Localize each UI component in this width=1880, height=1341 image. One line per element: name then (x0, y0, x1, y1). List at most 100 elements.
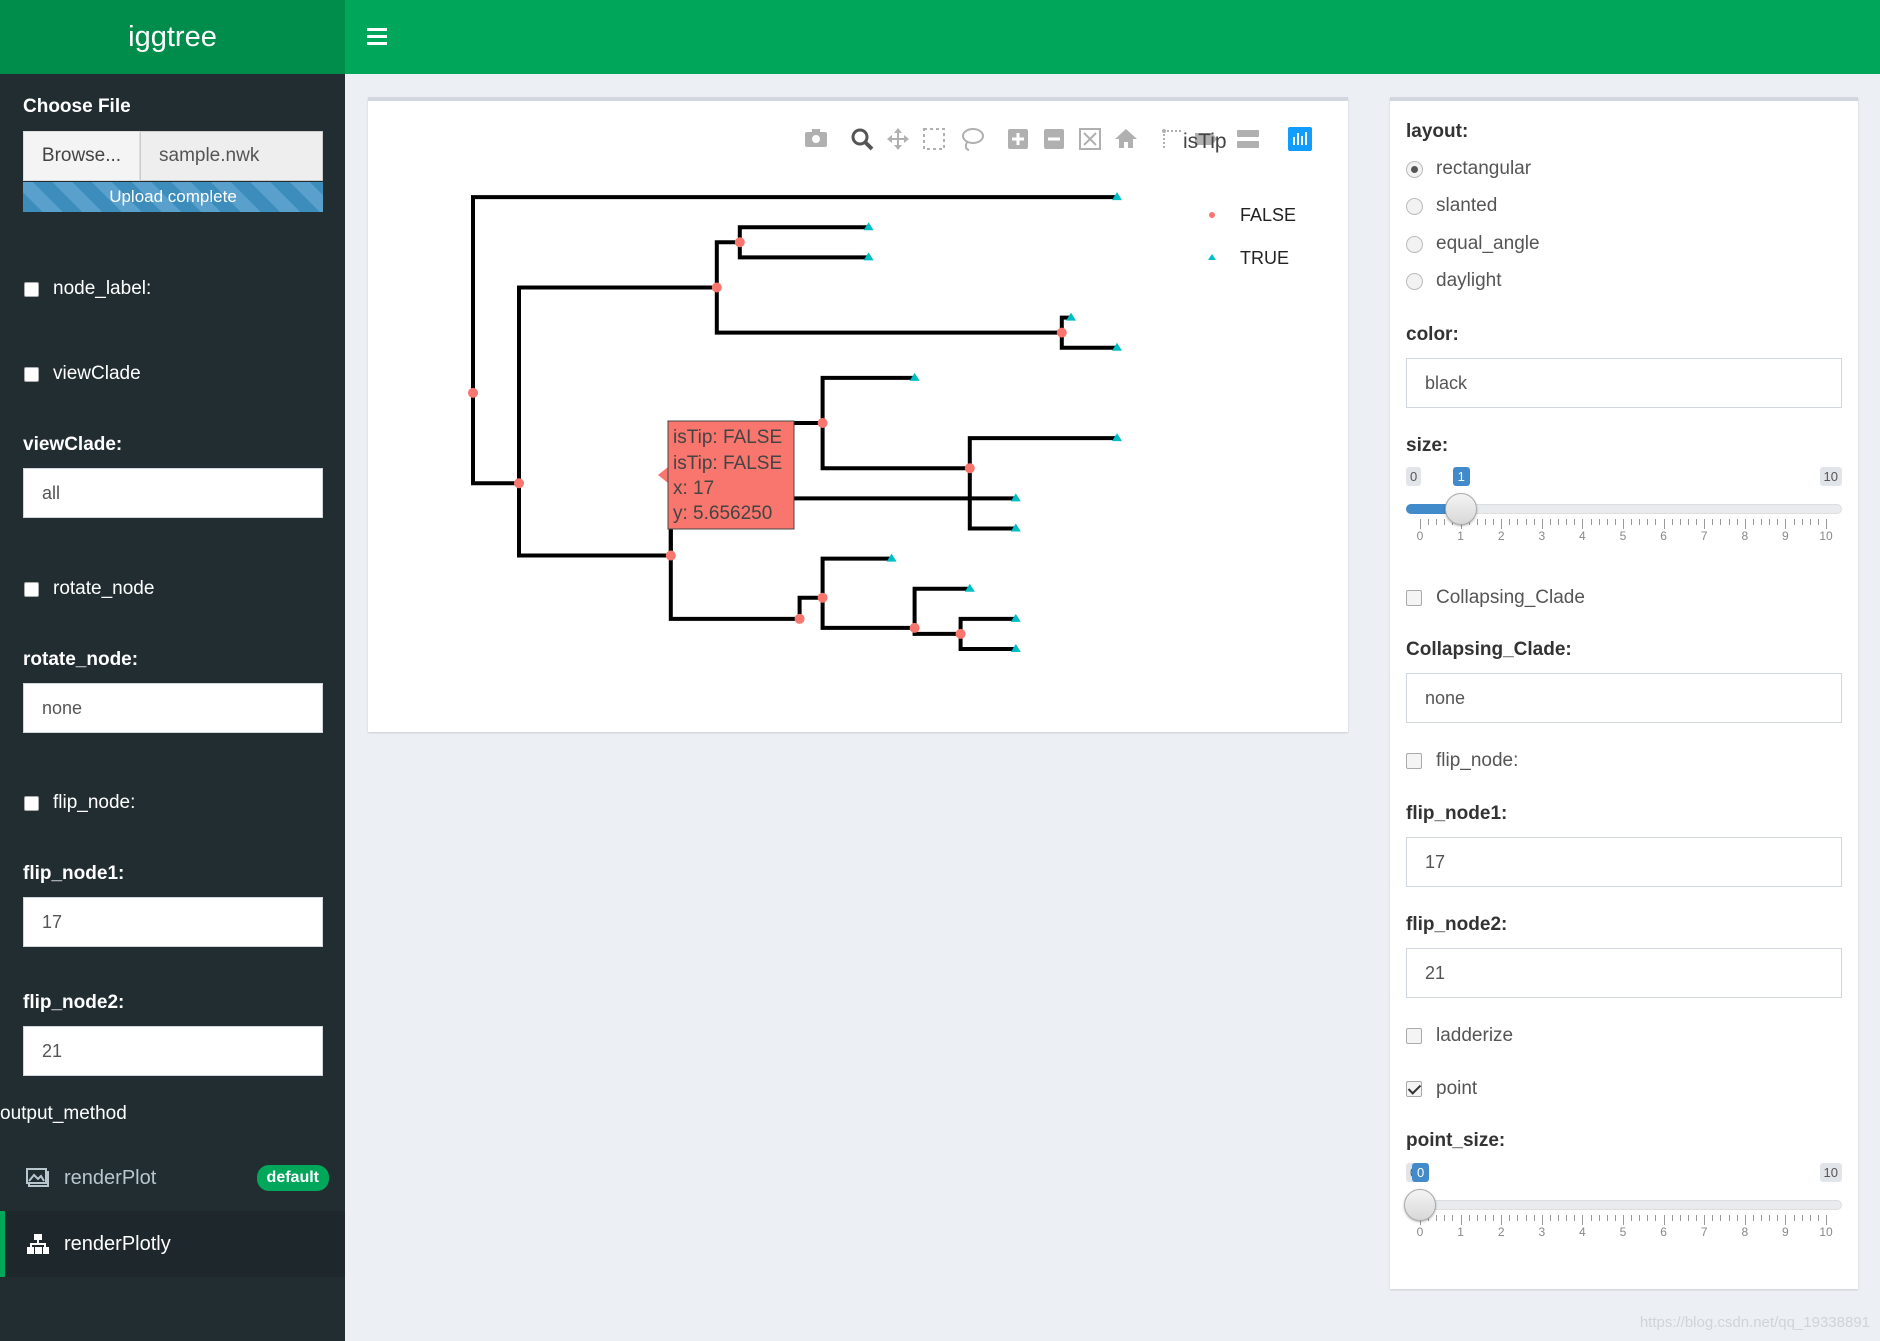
slider-tick-label: 1 (1457, 1225, 1464, 1239)
flip-node-checkbox[interactable]: flip_node: (24, 792, 135, 814)
collapsing-clade-input[interactable]: none (1406, 673, 1842, 723)
box-select-icon[interactable] (923, 128, 945, 150)
app-logo[interactable]: iggtree (0, 0, 345, 74)
slider-max-label: 10 (1819, 467, 1842, 486)
browse-button[interactable]: Browse... (23, 131, 140, 181)
tip-node-marker[interactable] (964, 583, 975, 592)
tip-node-marker[interactable] (1010, 643, 1021, 652)
spike-lines-icon[interactable] (1162, 129, 1181, 148)
rotate-node-input[interactable]: none (23, 683, 323, 733)
lasso-icon[interactable] (962, 128, 984, 151)
flip-node2-input[interactable]: 21 (23, 1026, 323, 1076)
internal-node-marker[interactable] (909, 622, 920, 633)
internal-node-marker[interactable] (734, 237, 745, 248)
tip-node-marker[interactable] (1066, 312, 1076, 321)
radio-icon (1406, 235, 1423, 253)
tree-branch (958, 616, 1016, 634)
autoscale-icon[interactable] (1079, 128, 1101, 150)
flip-node2-input[interactable]: 21 (1406, 948, 1842, 998)
viewclade-checkbox[interactable]: viewClade (24, 363, 141, 385)
internal-node-marker[interactable] (955, 628, 966, 639)
flip-node1-input[interactable]: 17 (1406, 837, 1842, 887)
flip-node2-label: flip_node2: (23, 992, 125, 1013)
internal-node-marker[interactable] (514, 478, 524, 489)
flip-node-checkbox[interactable]: flip_node: (1406, 750, 1518, 772)
slider-tick-label: 2 (1497, 529, 1505, 543)
radio-label: slanted (1436, 195, 1498, 216)
menu-item-label: renderPlot (64, 1166, 157, 1189)
radio-equal-angle[interactable]: equal_angle (1406, 233, 1540, 255)
choose-file-label: Choose File (23, 96, 131, 117)
hover-compare-icon[interactable] (1237, 130, 1259, 148)
ladderize-checkbox[interactable]: ladderize (1406, 1025, 1513, 1047)
tip-node-marker[interactable] (1112, 433, 1122, 442)
rotate-node-checkbox[interactable]: rotate_node (24, 578, 154, 600)
tip-node-marker[interactable] (1010, 523, 1021, 532)
tree-plot[interactable]: isTip FALSE TRUE isTip: FALSE isTip: FAL… (368, 101, 1348, 732)
radio-slanted[interactable]: slanted (1406, 195, 1497, 217)
image-icon (26, 1168, 49, 1187)
point-size-slider[interactable]: 0100012345678910 (1404, 1163, 1842, 1253)
hover-closest-icon[interactable] (1195, 133, 1217, 145)
camera-icon[interactable] (805, 129, 827, 147)
radio-rectangular[interactable]: rectangular (1406, 158, 1531, 180)
node-label-checkbox[interactable]: node_label: (24, 278, 151, 300)
flip-node-check-label: flip_node: (53, 792, 136, 813)
radio-daylight[interactable]: daylight (1406, 270, 1502, 292)
tooltip-line: isTip: FALSE (673, 427, 782, 448)
internal-node-marker[interactable] (1056, 327, 1067, 338)
internal-node-marker[interactable] (817, 592, 828, 603)
hover-tooltip: isTip: FALSE isTip: FALSE x: 17 y: 5.656… (658, 420, 795, 530)
tree-edges (471, 195, 1117, 651)
internal-node-marker[interactable] (711, 282, 722, 293)
radio-icon (1406, 272, 1423, 290)
point-check-label: point (1436, 1078, 1478, 1099)
flip-node1-input[interactable]: 17 (23, 897, 323, 947)
checkbox-checked-icon (1406, 1081, 1422, 1097)
slider-tick-label: 7 (1700, 529, 1708, 543)
slider-handle[interactable] (1404, 1189, 1436, 1221)
slider-tick-label: 7 (1700, 1225, 1708, 1239)
reset-axes-icon[interactable] (1115, 129, 1137, 148)
internal-node-marker[interactable] (794, 613, 805, 624)
viewclade-input[interactable]: all (23, 468, 323, 518)
watermark: https://blog.csdn.net/qq_19338891 (1639, 1314, 1870, 1331)
checkbox-icon (24, 795, 39, 811)
internal-node-marker[interactable] (964, 463, 975, 474)
collapsing-clade-checkbox[interactable]: Collapsing_Clade (1406, 587, 1585, 609)
zoom-in-icon[interactable] (1008, 129, 1028, 149)
tree-branch (517, 483, 671, 558)
zoom-icon[interactable] (851, 128, 874, 151)
tip-node-marker[interactable] (909, 372, 920, 381)
legend-true-label[interactable]: TRUE (1240, 248, 1289, 268)
tree-branch (797, 595, 823, 619)
internal-node-marker[interactable] (817, 418, 828, 428)
tip-node-marker[interactable] (886, 553, 897, 562)
menu-item-renderplotly[interactable]: renderPlotly (0, 1211, 345, 1277)
sidebar-toggle-icon[interactable] (367, 22, 399, 52)
file-name-field[interactable]: sample.nwk (140, 131, 323, 181)
tip-node-marker[interactable] (863, 252, 874, 261)
plotly-logo-icon[interactable] (1288, 127, 1312, 151)
legend-false-label[interactable]: FALSE (1240, 205, 1296, 225)
tip-node-marker[interactable] (1112, 192, 1122, 201)
point-checkbox[interactable]: point (1406, 1078, 1477, 1100)
internal-node-marker[interactable] (468, 387, 478, 398)
internal-node-marker[interactable] (665, 550, 676, 561)
tree-branch (820, 597, 915, 630)
checkbox-icon (1406, 1028, 1422, 1044)
plot-legend[interactable]: isTip FALSE TRUE (1183, 130, 1296, 268)
zoom-out-icon[interactable] (1044, 129, 1064, 149)
tip-node-marker[interactable] (863, 222, 874, 231)
tip-node-marker[interactable] (1010, 613, 1021, 622)
color-input[interactable]: black (1406, 358, 1842, 408)
pan-icon[interactable] (887, 128, 909, 150)
menu-item-renderplot[interactable]: renderPlot default (0, 1145, 345, 1211)
slider-handle[interactable] (1444, 493, 1477, 525)
tree-branch (967, 468, 1016, 531)
tip-node-marker[interactable] (1010, 493, 1021, 502)
tip-node-marker[interactable] (1112, 342, 1122, 351)
slider-tick-label: 2 (1497, 1225, 1505, 1239)
